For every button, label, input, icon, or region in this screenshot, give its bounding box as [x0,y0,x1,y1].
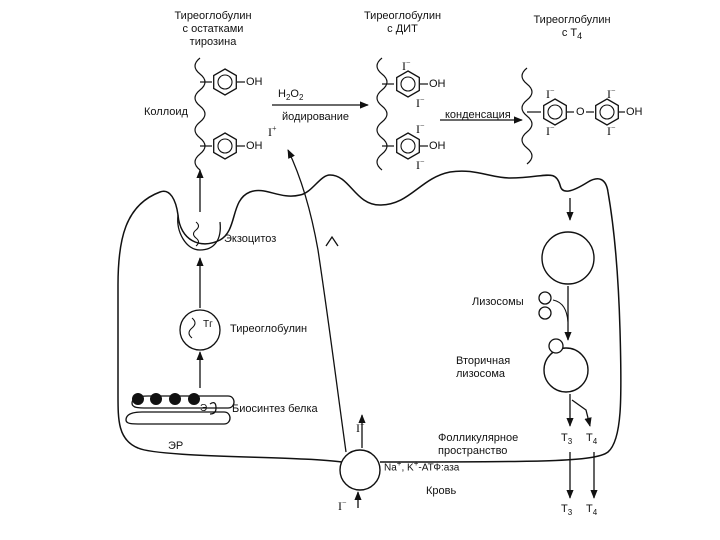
endocytic-vesicle [541,231,595,285]
label-condensation: конденсация [445,109,511,121]
label-t3-blood: T3 [561,503,573,518]
label-ether-o: O [576,106,585,118]
dit-ring-1 [396,70,420,98]
label-thyroglobulin: Тиреоглобулин [230,323,308,335]
thyroglobulin-chain [188,317,196,339]
label-protein-biosynthesis: Биосинтез белка [232,403,318,415]
label-colloid: Коллоид [144,106,188,118]
iodine-plus-colloid: I+ [268,124,277,139]
dit2-iodine-top: I− [416,121,425,136]
label-oh-1: OH [246,76,263,88]
t4-iodine-1: I− [546,86,555,101]
dit2-iodine-bottom: I− [416,157,425,172]
exocytosis-vesicle [177,214,221,251]
tyrosine-ring-1 [213,68,237,96]
tg-backbone-1 [194,57,206,171]
label-t4-cell: T4 [586,432,598,447]
t4-iodine-4: I− [607,123,616,138]
arrow-lysosomes-merge [552,299,569,323]
label-t3-cell: T3 [561,432,573,447]
arrow-iodide-to-colloid [287,149,347,453]
tyrosine-ring-2 [213,132,237,160]
label-na-k-atpase: Na+, K+-АТФ:аза [384,459,460,474]
arrow-release-t4 [571,399,592,427]
label-oh-3: OH [429,78,446,90]
iodide-arrow-tick [325,235,339,247]
label-lysosomes: Лизосомы [472,296,524,308]
label-oh-5: OH [626,106,643,118]
ribosomes [132,393,200,405]
iodide-in-blood: I− [338,498,347,513]
na-k-atpase-pump [339,449,381,491]
thyroglobulin-vesicle [179,309,221,351]
t4-outer-ring [595,98,619,126]
label-er: ЭР [168,440,184,452]
t4-iodine-3: I− [607,86,616,101]
label-tg-abbr: Тг [203,319,213,330]
label-t4-blood: T4 [586,503,598,518]
tg-backbone-2 [376,57,388,171]
label-blood: Кровь [426,485,457,497]
dit1-iodine-bottom: I− [416,95,425,110]
label-h2o2: H2O2 [278,88,304,103]
secondary-lysosome-bud [548,338,564,354]
label-oh-2: OH [246,140,263,152]
lysosome-1 [538,291,552,305]
follicular-cell-membrane [117,170,622,463]
lysosome-2 [538,306,552,320]
label-oh-4: OH [429,140,446,152]
dit1-iodine-top: I− [402,58,411,73]
label-tg-t4: Тиреоглобулин с Т4 [533,14,611,42]
label-tg-dit: Тиреоглобулин с ДИТ [363,10,442,35]
tg-backbone-3 [521,67,533,165]
label-follicular-space: Фолликулярное пространство [438,432,519,457]
label-exocytosis: Экзоцитоз [224,233,277,245]
iodide-in-cell: I− [356,420,365,435]
t4-inner-ring [543,98,567,126]
exocytosis-content [192,221,200,247]
t4-iodine-2: I− [546,123,555,138]
label-iodination: йодирование [282,111,349,123]
secondary-lysosome [543,347,589,393]
label-secondary-lysosome: Вторичная лизосома [456,355,511,380]
label-tg-tyrosine: Тиреоглобулин с остатками тирозина [174,10,252,48]
label-golgi: Э [200,403,208,414]
